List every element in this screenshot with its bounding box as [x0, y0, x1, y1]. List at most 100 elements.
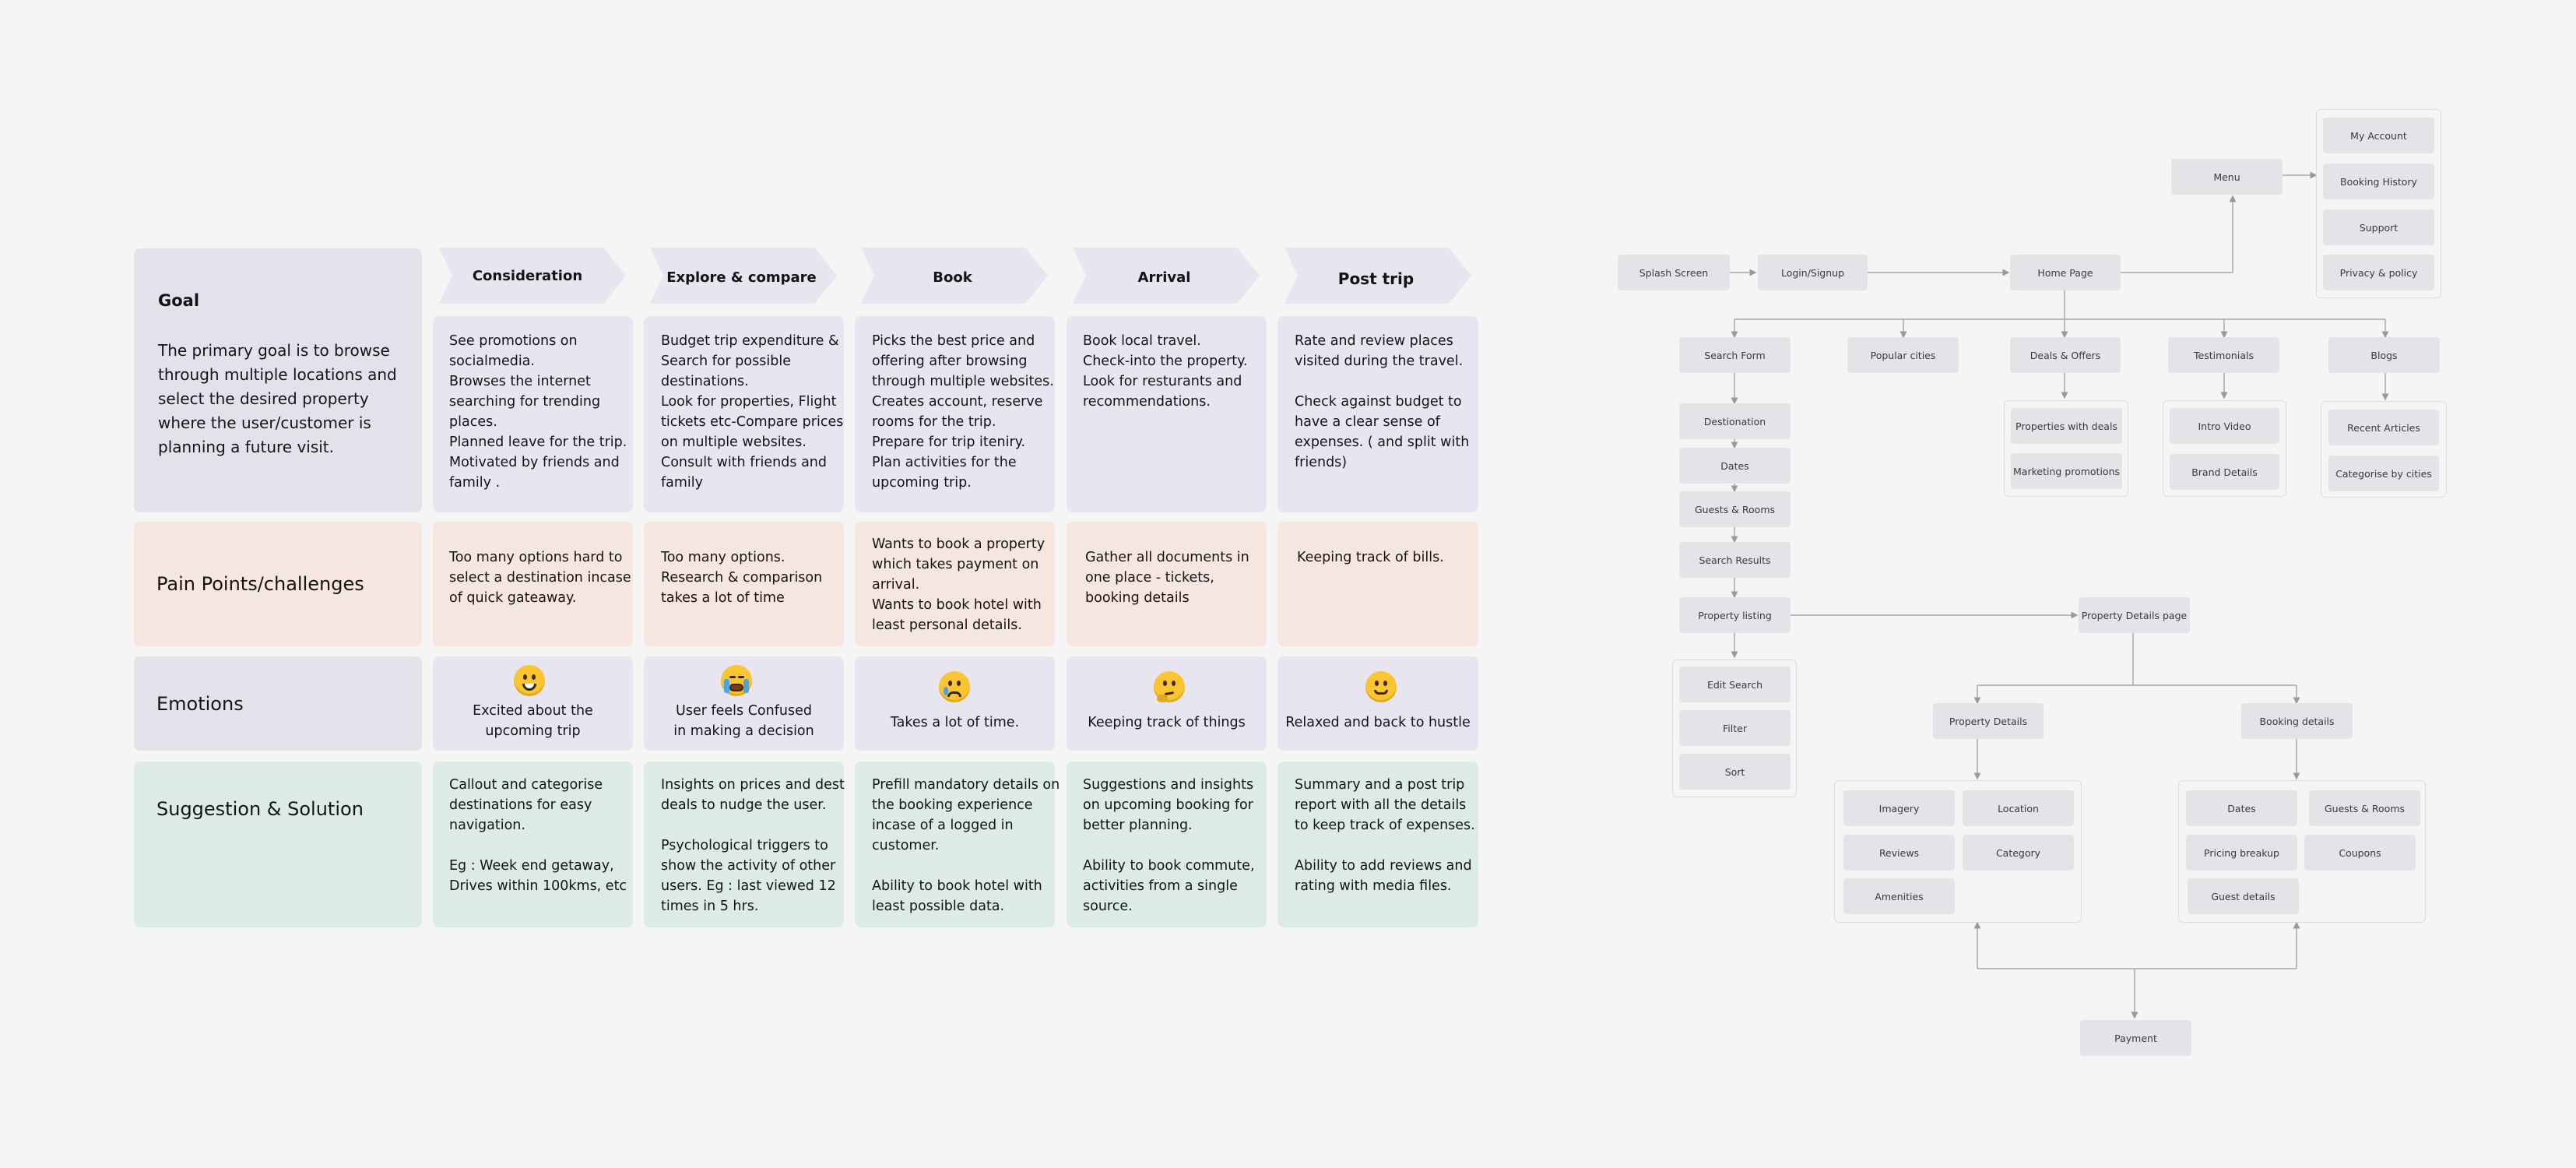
section-search-form[interactable]: Search Form [1679, 337, 1791, 373]
section-blogs[interactable]: Blogs [2328, 337, 2440, 373]
stage-pain: Keeping track of bills. [1297, 550, 1444, 565]
listing-action-sort[interactable]: Sort [1679, 754, 1791, 790]
stage-title-arrival: Arrival [1137, 269, 1191, 286]
listing-actions-group [1672, 660, 1797, 797]
menu-item-booking-history[interactable]: Booking History [2323, 164, 2434, 199]
stage-emotion: Keeping track of things [1088, 715, 1246, 730]
stage-description: Picks the best price and offering after … [872, 333, 1054, 491]
emotions-label-card [134, 656, 422, 751]
stage-title-explore: Explore & compare [666, 269, 817, 286]
stage-chevron-consideration [439, 248, 626, 304]
property-item-amenities[interactable]: Amenities [1843, 878, 1955, 914]
search-step-destination[interactable]: Destionation [1679, 403, 1791, 439]
stage-pain: Gather all documents in one place - tick… [1085, 550, 1249, 606]
blogs-group [2321, 401, 2447, 498]
property-details-page-node[interactable]: Property Details page [2079, 597, 2190, 633]
search-step-guests-rooms[interactable]: Guests & Rooms [1679, 491, 1791, 527]
property-details-group [1834, 780, 2082, 923]
stage-description: See promotions on socialmedia. Browses t… [449, 333, 627, 491]
deals-group [2004, 400, 2128, 497]
stage-description: Budget trip expenditure & Search for pos… [661, 333, 844, 491]
sad-tear-face-icon [939, 671, 970, 702]
stage-pain-card [855, 522, 1055, 646]
listing-action-edit-search[interactable]: Edit Search [1679, 667, 1791, 702]
stage-pain-card [433, 522, 633, 646]
listing-action-filter[interactable]: Filter [1679, 710, 1791, 746]
property-details-node[interactable]: Property Details [1933, 703, 2044, 739]
testimonial-item-brand-details[interactable]: Brand Details [2170, 454, 2279, 490]
stage-suggestion: Callout and categorise destinations for … [449, 777, 627, 894]
stage-pain: Too many options. Research & comparison … [661, 550, 823, 606]
booking-item-coupons[interactable]: Coupons [2304, 835, 2416, 871]
booking-item-guests-rooms[interactable]: Guests & Rooms [2309, 790, 2420, 826]
login-signup-node[interactable]: Login/Signup [1758, 255, 1868, 290]
crying-face-icon [721, 665, 752, 696]
deals-item-marketing[interactable]: Marketing promotions [2011, 453, 2122, 489]
stage-title-consideration: Consideration [472, 267, 583, 284]
booking-details-node[interactable]: Booking details [2241, 703, 2353, 739]
stage-description: Book local travel. Check-into the proper… [1083, 333, 1248, 410]
stage-suggestion-card [1067, 762, 1267, 927]
stage-description-card [644, 316, 844, 512]
stage-pain-card [644, 522, 844, 646]
home-page-node[interactable]: Home Page [2010, 255, 2121, 290]
stage-suggestion: Prefill mandatory details on the booking… [872, 777, 1060, 914]
stage-pain-card [1277, 522, 1478, 646]
stage-pain-card [1067, 522, 1267, 646]
stage-description-card [1277, 316, 1478, 512]
search-step-dates[interactable]: Dates [1679, 448, 1791, 484]
stage-pain: Wants to book a property which takes pay… [872, 537, 1046, 633]
menu-item-my-account[interactable]: My Account [2323, 118, 2434, 153]
property-item-imagery[interactable]: Imagery [1843, 790, 1955, 826]
menu-item-support[interactable]: Support [2323, 209, 2434, 245]
splash-screen-node[interactable]: Splash Screen [1618, 255, 1730, 290]
stage-description-card [855, 316, 1055, 512]
stage-emotion: Takes a lot of time. [890, 715, 1020, 730]
stage-pain: Too many options hard to select a destin… [449, 550, 631, 606]
slightly-smiling-face-icon [1365, 671, 1397, 702]
grinning-face-icon [514, 665, 545, 696]
testimonial-item-intro-video[interactable]: Intro Video [2170, 408, 2279, 444]
stage-description-card [433, 316, 633, 512]
booking-item-pricing-breakup[interactable]: Pricing breakup [2186, 835, 2297, 871]
thinking-face-icon [1154, 671, 1185, 702]
menu-group [2316, 109, 2441, 298]
blog-item-recent-articles[interactable]: Recent Articles [2328, 410, 2439, 445]
property-listing-node[interactable]: Property listing [1679, 597, 1791, 633]
stage-emotion: Excited about the upcoming trip [473, 703, 593, 739]
stage-title-post-trip: Post trip [1337, 269, 1415, 288]
stage-suggestion-card [1277, 762, 1478, 927]
goal-title: Goal [158, 291, 200, 310]
menu-node[interactable]: Menu [2171, 159, 2283, 195]
search-results-node[interactable]: Search Results [1679, 542, 1791, 578]
payment-node[interactable]: Payment [2080, 1020, 2191, 1056]
stage-emotion: User feels Confused in making a decision [673, 703, 814, 739]
stage-suggestion-card [433, 762, 633, 927]
stage-description-card [1067, 316, 1267, 512]
property-item-location[interactable]: Location [1963, 790, 2074, 826]
stage-title-book: Book [933, 269, 972, 286]
stage-emotion: Relaxed and back to hustle [1285, 715, 1471, 730]
stage-suggestion: Insights on prices and dest deals to nud… [661, 777, 845, 914]
goal-text: The primary goal is to browse through mu… [158, 341, 397, 456]
stage-suggestion-card [644, 762, 844, 927]
stage-chevron-book [861, 248, 1048, 304]
suggestion-row-label: Suggestion & Solution [156, 798, 364, 820]
property-item-reviews[interactable]: Reviews [1843, 835, 1955, 871]
stage-suggestion: Summary and a post trip report with all … [1295, 777, 1475, 894]
blog-item-categorise[interactable]: Categorise by cities [2328, 456, 2439, 491]
menu-item-privacy-policy[interactable]: Privacy & policy [2323, 255, 2434, 290]
booking-item-guest-details[interactable]: Guest details [2188, 878, 2299, 914]
goal-card [134, 248, 422, 512]
section-popular-cities[interactable]: Popular cities [1847, 337, 1959, 373]
suggestion-label-card [134, 762, 422, 927]
deals-item-properties[interactable]: Properties with deals [2011, 408, 2122, 444]
section-testimonials[interactable]: Testimonials [2168, 337, 2279, 373]
booking-details-group [2178, 780, 2426, 923]
section-deals-offers[interactable]: Deals & Offers [2010, 337, 2121, 373]
pain-label-card [134, 522, 422, 646]
property-item-category[interactable]: Category [1963, 835, 2074, 871]
stage-suggestion: Suggestions and insights on upcoming boo… [1083, 777, 1255, 914]
booking-item-dates[interactable]: Dates [2186, 790, 2297, 826]
